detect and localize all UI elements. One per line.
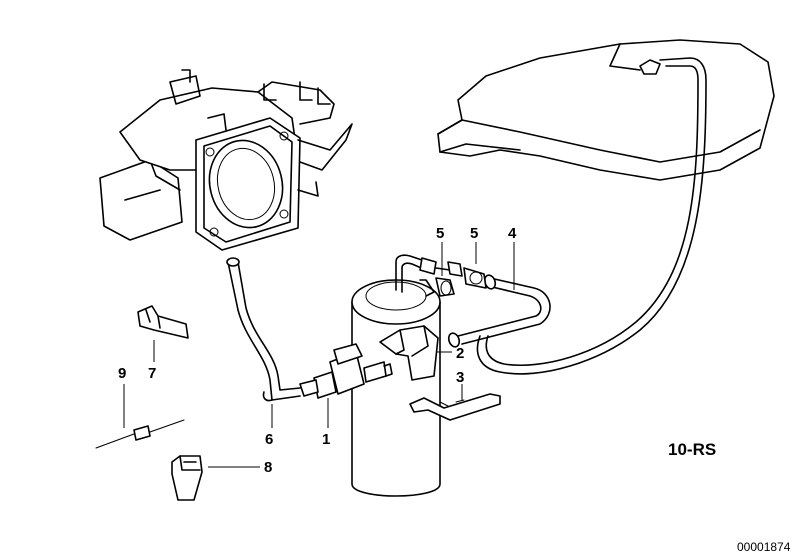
bracket-2 — [379, 325, 439, 381]
callout-5b: 5 — [470, 225, 478, 242]
bracket-3 — [409, 393, 501, 421]
hose-6 — [226, 257, 301, 402]
callout-5a: 5 — [436, 225, 444, 242]
callout-7: 7 — [148, 365, 156, 382]
callout-1: 1 — [322, 431, 330, 448]
hose-clamps-5 — [435, 261, 487, 297]
callout-labels: 1 2 3 4 5 5 6 7 8 9 — [118, 225, 517, 476]
callout-9: 9 — [118, 365, 126, 382]
leader-lines — [123, 242, 515, 468]
callout-8: 8 — [264, 459, 272, 476]
callout-4: 4 — [508, 225, 517, 242]
clip-7 — [137, 305, 189, 339]
part-9 — [95, 419, 185, 449]
diagram-code: 10-RS — [668, 440, 717, 459]
image-id: 00001874 — [737, 540, 791, 554]
callout-6: 6 — [265, 431, 273, 448]
connector-8 — [171, 455, 203, 501]
fuel-tank — [437, 39, 775, 181]
purge-valve-1 — [299, 343, 393, 399]
callout-2: 2 — [456, 345, 464, 362]
vent-hose-long — [476, 57, 707, 375]
callout-3: 3 — [456, 369, 464, 386]
throttle-body-assembly — [99, 69, 353, 251]
hose-4 — [447, 274, 551, 348]
